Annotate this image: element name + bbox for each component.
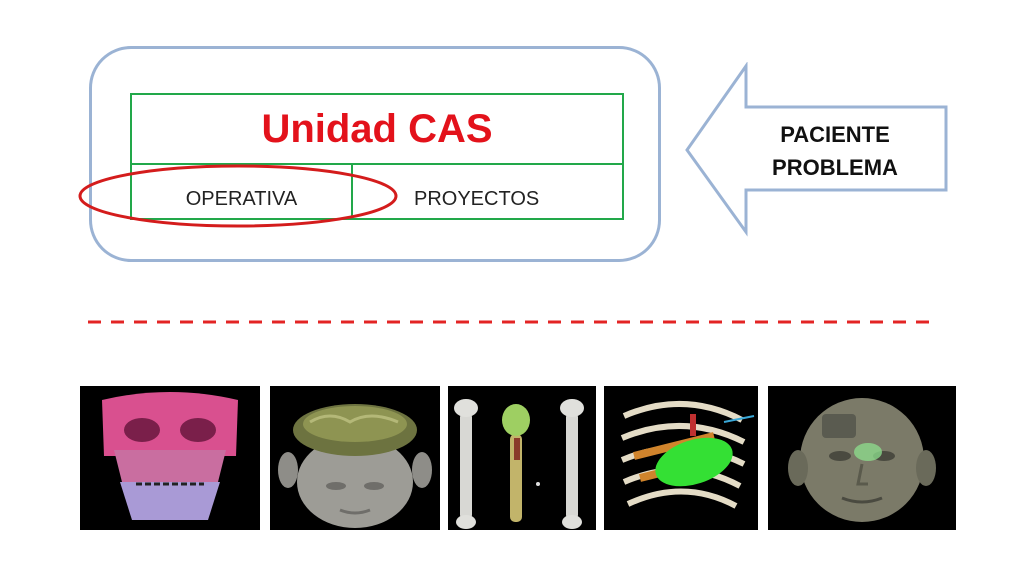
bones-3d-image xyxy=(448,386,596,530)
cas-container xyxy=(89,46,661,262)
arrow-label: PACIENTE PROBLEMA xyxy=(760,118,910,184)
title-cell: Unidad CAS xyxy=(130,93,624,165)
operativa-cell: OPERATIVA xyxy=(132,165,353,218)
operativa-label: OPERATIVA xyxy=(185,188,298,210)
unit-title: Unidad CAS xyxy=(261,106,493,151)
sub-row: OPERATIVA PROYECTOS xyxy=(130,163,624,220)
proyectos-cell: PROYECTOS xyxy=(353,165,622,218)
proyectos-label: PROYECTOS xyxy=(414,188,540,210)
dashed-divider xyxy=(88,320,932,324)
highlight-ellipse xyxy=(78,164,398,228)
arrow-line-2: PROBLEMA xyxy=(772,155,898,180)
skull-3d-image xyxy=(80,386,260,530)
head-brain-3d-image xyxy=(270,386,440,530)
arrow-line-1: PACIENTE xyxy=(780,122,890,147)
input-arrow xyxy=(685,62,948,237)
face-3d-image xyxy=(768,386,956,530)
ribcage-3d-image xyxy=(604,386,758,530)
